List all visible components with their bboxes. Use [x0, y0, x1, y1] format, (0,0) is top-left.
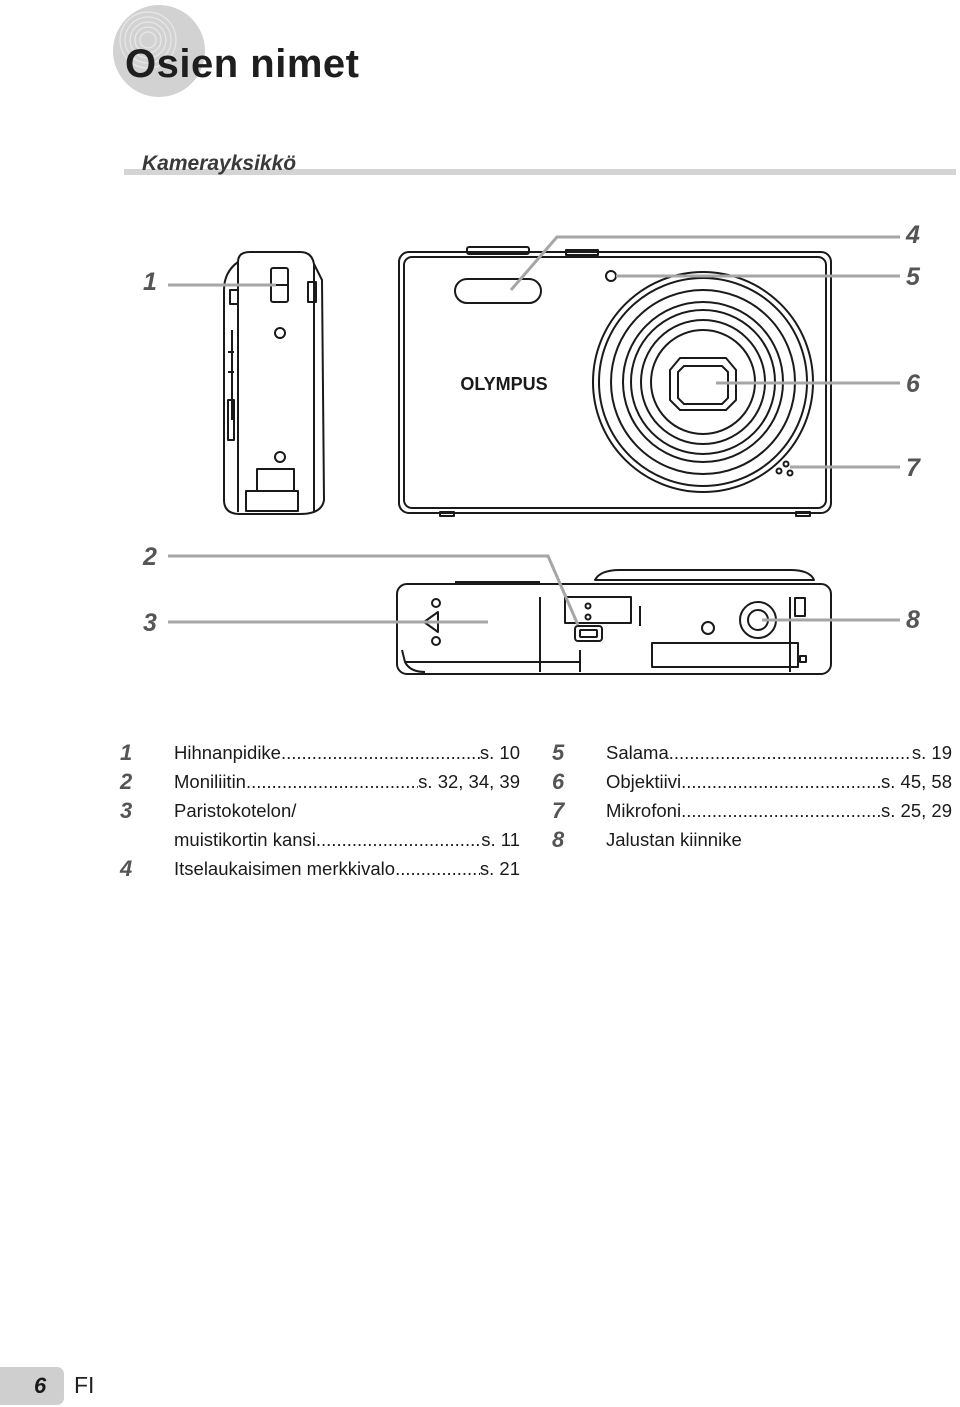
- page-reference: s. 32, 34, 39: [418, 771, 520, 792]
- list-item: 5 Salama s. 19: [552, 738, 952, 767]
- part-name: muistikortin kansi: [174, 829, 316, 850]
- part-name: Salama: [606, 742, 669, 763]
- list-item: 6 Objektiivi s. 45, 58: [552, 767, 952, 796]
- callout-3: 3: [143, 609, 157, 637]
- callout-6: 6: [906, 370, 920, 398]
- leader-dots: [281, 738, 480, 767]
- page-reference: s. 21: [479, 858, 520, 879]
- leader-dots: [681, 767, 881, 796]
- list-item: 7 Mikrofoni s. 25, 29: [552, 796, 952, 825]
- camera-bottom-view: [396, 569, 832, 675]
- camera-side-view: [223, 251, 325, 515]
- callout-4: 4: [906, 221, 920, 249]
- part-number: 5: [552, 740, 565, 765]
- part-name-line1: Paristokotelon/: [174, 800, 297, 821]
- callout-8: 8: [906, 606, 920, 634]
- header-badge-icon: [113, 5, 205, 97]
- part-number: 1: [120, 740, 133, 765]
- camera-diagram: OLYMPUS: [168, 235, 900, 675]
- leader-dots: [395, 854, 480, 883]
- page-reference: s. 11: [481, 829, 520, 850]
- list-item: 4 Itselaukaisimen merkkivalo s. 21: [120, 854, 520, 883]
- leader-dots: [316, 825, 481, 854]
- part-name: Itselaukaisimen merkkivalo: [174, 858, 396, 879]
- callout-2: 2: [143, 543, 157, 571]
- part-name: Objektiivi: [606, 771, 682, 792]
- part-number: 4: [120, 856, 133, 881]
- page-reference: s. 10: [479, 742, 520, 763]
- leader-dots: [246, 767, 418, 796]
- section-rule: [124, 169, 956, 175]
- list-item: 2 Moniliitin s. 32, 34, 39: [120, 767, 520, 796]
- part-number: 7: [552, 798, 565, 823]
- page-number: 6: [34, 1373, 47, 1398]
- part-name: Mikrofoni: [606, 800, 682, 821]
- brand-logo: OLYMPUS: [460, 374, 547, 394]
- callout-7: 7: [906, 454, 920, 482]
- callout-5: 5: [906, 263, 920, 291]
- parts-list-right: 5 Salama s. 19 6 Objektiivi s. 45, 58 7 …: [552, 738, 952, 854]
- callout-1: 1: [143, 268, 157, 296]
- part-number: 6: [552, 769, 565, 794]
- parts-list-left: 1 Hihnanpidike s. 10 2 Moniliitin s. 32,…: [120, 738, 520, 883]
- page-reference: s. 45, 58: [881, 771, 952, 792]
- part-name: Moniliitin: [174, 771, 246, 792]
- page-title: Osien nimet: [125, 42, 360, 86]
- list-item: 3 Paristokotelon/ muistikortin kansi s. …: [120, 796, 520, 854]
- part-number: 3: [120, 798, 133, 823]
- leader-dots: [669, 738, 912, 767]
- section-title: Kamerayksikkö: [142, 152, 297, 175]
- list-item: 1 Hihnanpidike s. 10: [120, 738, 520, 767]
- part-number: 8: [552, 827, 565, 852]
- page-reference: s. 19: [911, 742, 952, 763]
- part-name: Hihnanpidike: [174, 742, 281, 763]
- language-code: FI: [74, 1372, 95, 1398]
- part-name: Jalustan kiinnike: [606, 829, 742, 850]
- part-number: 2: [120, 769, 133, 794]
- leader-dots: [681, 796, 881, 825]
- page-reference: s. 25, 29: [881, 800, 952, 821]
- footer-page-tab: [0, 1367, 64, 1405]
- list-item: 8 Jalustan kiinnike: [552, 825, 952, 854]
